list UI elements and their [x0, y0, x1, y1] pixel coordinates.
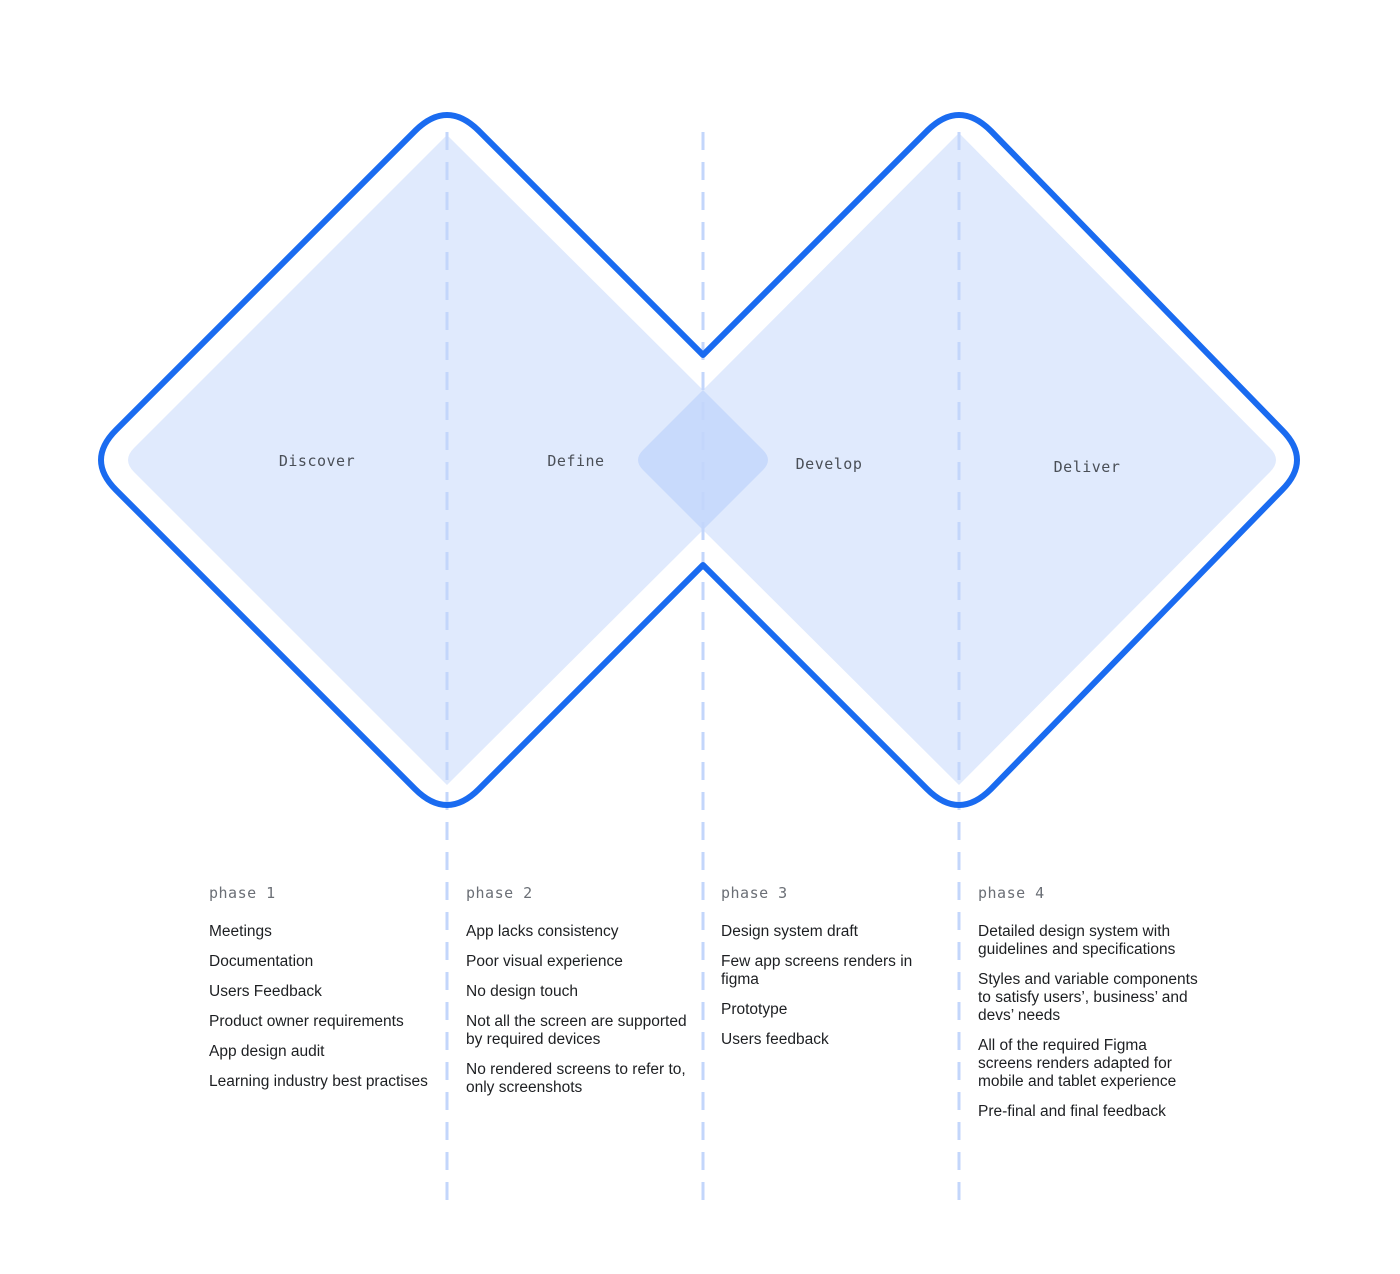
- phase-item: App lacks consistency: [466, 923, 619, 940]
- diamond-overlap: [638, 390, 768, 530]
- phase-item: Design system draft: [721, 923, 858, 940]
- stage-label-discover: Discover: [279, 452, 355, 470]
- phase-item: Poor visual experience: [466, 953, 623, 970]
- phase-item: Documentation: [209, 953, 314, 970]
- phase-item-list: Meetings Documentation Users Feedback Pr…: [209, 923, 434, 1091]
- phase-item: Few app screens renders in figma: [721, 953, 913, 988]
- phase-item-list: App lacks consistency Poor visual experi…: [466, 923, 691, 1097]
- stage-label-define: Define: [547, 452, 604, 470]
- phase-item: No rendered screens to refer to, only sc…: [466, 1061, 686, 1096]
- phase-item: Users feedback: [721, 1031, 829, 1048]
- phase-item: Meetings: [209, 923, 272, 940]
- phase-column-2: phase 2 App lacks consistency Poor visua…: [466, 883, 691, 1109]
- phase-item: Not all the screen are supported by requ…: [466, 1013, 687, 1048]
- phase-item-list: Detailed design system with guidelines a…: [978, 923, 1203, 1121]
- stage-label-deliver: Deliver: [1054, 458, 1121, 476]
- phase-item: Users Feedback: [209, 983, 322, 1000]
- phase-title: phase 4: [978, 884, 1045, 902]
- phase-item: Product owner requirements: [209, 1013, 404, 1030]
- phase-item: Learning industry best practises: [209, 1073, 428, 1090]
- phase-title: phase 2: [466, 884, 533, 902]
- phase-item: Prototype: [721, 1001, 788, 1018]
- diamond-left-fill: [128, 135, 703, 785]
- phase-column-3: phase 3 Design system draft Few app scre…: [721, 883, 946, 1061]
- phase-item: All of the required Figma screens render…: [978, 1037, 1177, 1090]
- phase-item: App design audit: [209, 1043, 325, 1060]
- phase-item: Pre-final and final feedback: [978, 1103, 1166, 1120]
- phase-item: No design touch: [466, 983, 579, 1000]
- phase-item: Styles and variable components to satisf…: [978, 971, 1198, 1024]
- phase-title: phase 3: [721, 884, 788, 902]
- phase-column-1: phase 1 Meetings Documentation Users Fee…: [209, 883, 434, 1103]
- phase-title: phase 1: [209, 884, 276, 902]
- phase-item: Detailed design system with guidelines a…: [978, 923, 1176, 958]
- double-diamond-outline: [98, 112, 1300, 808]
- phase-item-list: Design system draft Few app screens rend…: [721, 923, 946, 1049]
- diamond-right-fill: [703, 133, 1276, 785]
- stage-label-develop: Develop: [796, 455, 863, 473]
- phase-column-4: phase 4 Detailed design system with guid…: [978, 883, 1203, 1133]
